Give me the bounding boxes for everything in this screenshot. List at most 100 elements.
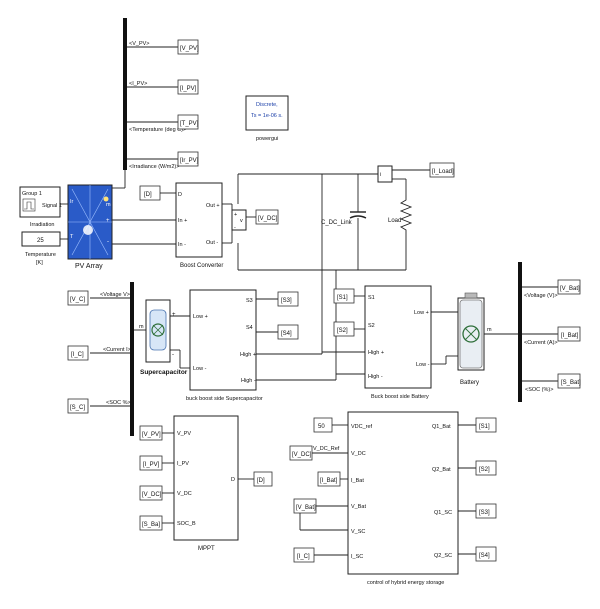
from-s1-label: [S1] (337, 295, 348, 301)
goto-ic[interactable]: [I_C] (67, 345, 89, 361)
goto-d[interactable]: [D] (253, 471, 273, 487)
from-s3[interactable]: [S3] (277, 291, 299, 307)
goto-iload[interactable]: [I_Load] (429, 162, 455, 178)
goto-vpv[interactable]: [V_PV] (177, 39, 199, 55)
temperature-unit: [K] (36, 260, 43, 266)
goto-s4[interactable]: [S4] (475, 546, 497, 562)
duty-from-tag[interactable]: [D] (139, 185, 161, 201)
goto-ibat[interactable]: [I_Bat] (557, 326, 581, 342)
from-vbat[interactable]: [V_Bat] (293, 498, 317, 514)
battery-caption: Battery (460, 380, 479, 386)
bus-label-irradiance: <Irradiance (W/m2)> (129, 164, 179, 170)
vm-minus: - (234, 225, 236, 231)
from-s1[interactable]: [S1] (333, 288, 355, 304)
powergui-block[interactable]: Discrete, Ts = 1e-06 s. (245, 95, 289, 131)
vm-plus: + (234, 212, 237, 218)
dc-voltage-measurement[interactable]: + v - (231, 209, 247, 231)
from-s4[interactable]: [S4] (277, 324, 299, 340)
bbsc-port-s4: S4 (246, 325, 253, 331)
goto-vbat[interactable]: [V_Bat] (557, 279, 581, 295)
goto-vc-label: [V_C] (70, 297, 85, 303)
ctrl-port-vsc: V_SC (351, 529, 365, 535)
from-vpv-label: [V_PV] (142, 432, 161, 438)
vdc-ref-constant[interactable]: 50 (313, 417, 333, 433)
bbsc-port-high-minus: High - (241, 378, 256, 384)
goto-s3-label: [S3] (479, 510, 490, 516)
boost-converter-block[interactable]: D In + In - Out + Out - (175, 182, 223, 258)
pv-bus-selector[interactable] (123, 18, 127, 170)
from-vdc-mppt-label: [V_DC] (142, 492, 162, 498)
from-s2-label: [S2] (337, 328, 348, 334)
goto-s1[interactable]: [S1] (475, 417, 497, 433)
from-s3-label: [S3] (281, 298, 292, 304)
capacitor-label: C_DC_Link (321, 220, 353, 226)
sc-bus-label-soc: <SOC %> (106, 400, 131, 406)
from-sba-label: [S_Ba] (142, 522, 160, 528)
control-block[interactable]: VDC_ref V_DC I_Bat V_Bat V_SC I_SC Q1_Ba… (347, 411, 459, 575)
pv-array-block[interactable]: m + - Ir T (67, 184, 113, 260)
goto-s2-label: [S2] (479, 467, 490, 473)
mppt-port-vdc: V_DC (177, 491, 192, 497)
boost-port-in-minus: In - (178, 242, 186, 248)
bbsc-port-high-plus: High + (240, 352, 256, 358)
goto-tpv[interactable]: [T_PV] (177, 114, 199, 130)
from-sba[interactable]: [S_Ba] (139, 515, 163, 531)
vdc-ref-label: V_DC_Ref (313, 446, 340, 452)
from-ipv[interactable]: [I_PV] (139, 455, 163, 471)
temperature-constant-block[interactable]: 25 (21, 231, 61, 247)
goto-ipv-label: [I_PV] (180, 86, 197, 92)
supercap-bus-selector[interactable] (130, 282, 134, 436)
goto-sbat[interactable]: [S_Bat] (557, 373, 581, 389)
signal-builder-block[interactable]: Group 1 Signal 1 (19, 186, 62, 218)
bbsc-port-low-plus: Low + (193, 314, 208, 320)
goto-ipv[interactable]: [I_PV] (177, 79, 199, 95)
from-s2[interactable]: [S2] (333, 321, 355, 337)
battery-block[interactable]: m (457, 292, 492, 371)
from-vdc-mppt[interactable]: [V_DC] (139, 485, 163, 501)
bat-bus-label-current: <Current (A)> (524, 340, 558, 346)
ctrl-port-q2sc: Q2_SC (434, 553, 452, 559)
sc-port-plus: + (172, 312, 176, 318)
buck-boost-battery-block[interactable]: S1 S2 High + High - Low + Low - (364, 285, 432, 389)
from-ic[interactable]: [I_C] (293, 547, 315, 563)
mppt-port-socb: SOC_B (177, 521, 196, 527)
bbsc-port-low-minus: Low - (193, 366, 207, 372)
buck-boost-supercap-block[interactable]: Low + Low - S3 S4 High + High - (189, 289, 257, 391)
solar-panel-icon (68, 185, 112, 259)
supercapacitor-icon (149, 309, 167, 351)
battery-bus-selector[interactable] (518, 262, 522, 402)
goto-ibat-label: [I_Bat] (561, 333, 579, 339)
buck-boost-battery-caption: Buck boost side Battery (371, 394, 429, 400)
pv-port-t: T (70, 234, 74, 240)
goto-sc[interactable]: [S_C] (67, 398, 89, 414)
supercapacitor-caption: Supercapacitor (140, 369, 188, 376)
sc-bus-label-voltage: <Voltage V> (100, 292, 130, 298)
bus-label-ipv: <I_PV> (129, 81, 147, 87)
dc-link-capacitor[interactable] (349, 174, 367, 270)
goto-s3[interactable]: [S3] (475, 503, 497, 519)
load-resistor[interactable] (399, 195, 413, 270)
mppt-block[interactable]: V_PV I_PV V_DC SOC_B D (173, 415, 239, 541)
from-vpv[interactable]: [V_PV] (139, 425, 163, 441)
goto-vc[interactable]: [V_C] (67, 290, 89, 306)
ctrl-port-q2bat: Q2_Bat (432, 467, 451, 473)
from-ipv-label: [I_PV] (143, 462, 160, 468)
goto-s2[interactable]: [S2] (475, 460, 497, 476)
sc-port-minus: - (172, 352, 174, 358)
vm-v: v (240, 218, 243, 224)
goto-vdc[interactable]: [V_DC] (255, 209, 279, 225)
from-ic-label: [I_C] (297, 554, 310, 560)
goto-irpv[interactable]: [Ir_PV] (177, 151, 199, 167)
from-ibat[interactable]: [I_Bat] (317, 471, 341, 487)
supercapacitor-block[interactable]: m + - (139, 299, 176, 363)
ctrl-port-q1sc: Q1_SC (434, 510, 452, 516)
load-current-measurement[interactable]: i (377, 165, 393, 183)
goto-irpv-label: [Ir_PV] (180, 158, 199, 164)
powergui-caption: powergui (256, 136, 278, 142)
temperature-value: 25 (37, 238, 44, 244)
cm-i: i (380, 172, 381, 178)
ctrl-port-vdc: V_DC (351, 451, 366, 457)
from-vdc-ctrl[interactable]: [V_DC] (289, 445, 313, 461)
mppt-port-ipv: I_PV (177, 461, 189, 467)
waveform-icon (22, 198, 36, 212)
